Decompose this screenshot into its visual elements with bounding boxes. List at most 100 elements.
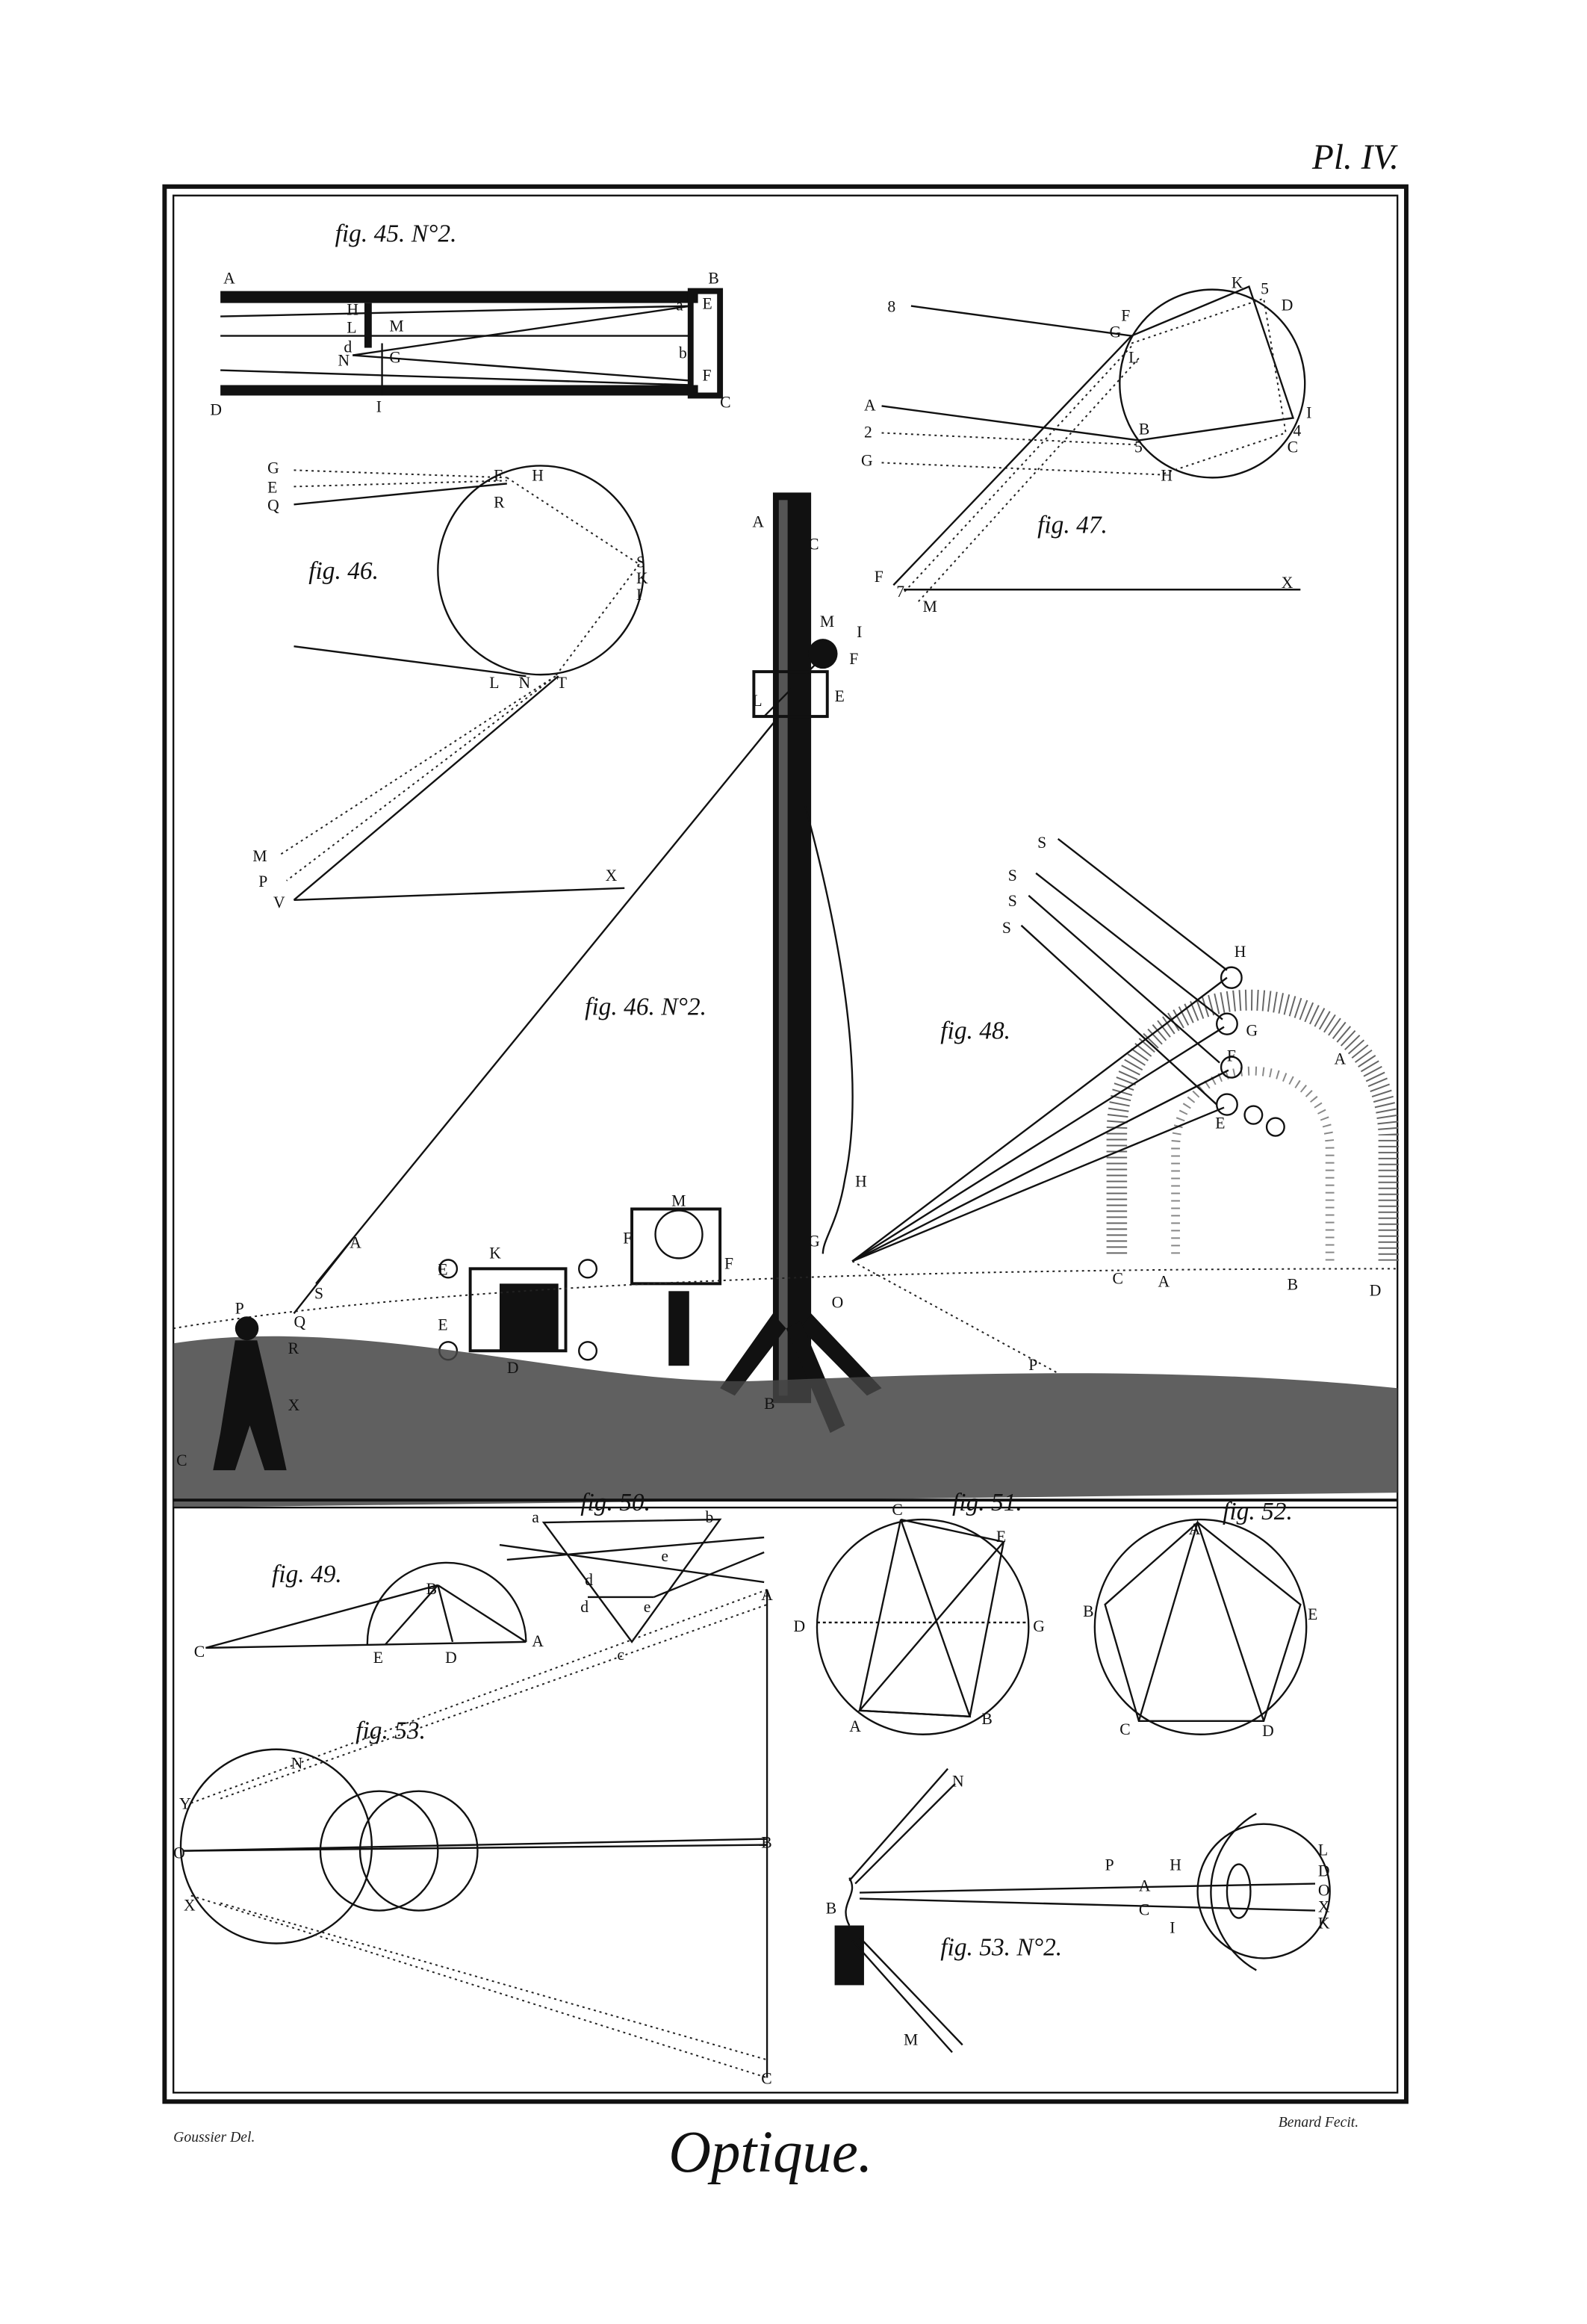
fig46n2-point-label: E (438, 1316, 447, 1333)
plate-frame (162, 184, 1409, 2104)
fig45-point-label: F (703, 366, 712, 384)
fig46-point-label: E (267, 478, 277, 496)
fig52-inscribed-pentagon-diagram (1093, 1518, 1308, 1735)
fig48-point-label: A (1335, 1050, 1347, 1068)
fig48-point-label: G (1246, 1022, 1258, 1040)
fig47-point-label: I (1306, 403, 1311, 421)
fig53-point-label: O (173, 1844, 185, 1862)
fig46-point-label: M (252, 847, 267, 865)
fig46n2-point-label: P (235, 1299, 244, 1317)
fig51-point-label: G (1033, 1617, 1045, 1635)
fig53n2-caption: fig. 53. N°2. (940, 1933, 1062, 1961)
fig45-point-label: E (703, 294, 712, 312)
fig46-point-label: R (494, 493, 505, 511)
fig47-point-label: G (1110, 323, 1122, 341)
fig47-point-label: 5 (1134, 438, 1143, 456)
fig47-point-label: G (861, 451, 873, 469)
fig50-prism-diagram (499, 1518, 765, 1643)
fig45-point-label: C (720, 393, 730, 411)
fig47-point-label: 8 (887, 297, 895, 315)
fig48-point-label: S (1008, 892, 1017, 910)
fig47-point-label: X (1282, 574, 1293, 592)
fig46-point-label: X (606, 867, 618, 884)
fig50-point-label: e (644, 1598, 651, 1616)
fig46n2-pole-apparatus (293, 492, 882, 1434)
fig46n2-point-label: A (350, 1233, 361, 1251)
fig49-point-label: C (194, 1643, 205, 1661)
fig47-point-label: 7 (896, 583, 904, 601)
observer-figure (213, 1316, 287, 1471)
fig47-point-label: H (1161, 466, 1173, 484)
fig52-point-label: B (1083, 1602, 1093, 1620)
fig47-point-label: F (875, 568, 883, 586)
fig46-point-label: K (636, 569, 648, 587)
fig53-point-label: C (761, 2069, 771, 2087)
fig48-point-label: A (1158, 1272, 1170, 1290)
fig48-caption: fig. 48. (940, 1017, 1010, 1044)
fig53n2-point-label: K (1318, 1914, 1330, 1932)
fig51-point-label: A (849, 1717, 861, 1735)
fig53n2-point-label: P (1105, 1856, 1114, 1874)
fig53n2-point-label: D (1318, 1862, 1330, 1880)
fig46n2-point-label: F (623, 1229, 632, 1247)
fig48-point-label: C (1112, 1269, 1122, 1287)
fig53-caption: fig. 53. (355, 1717, 426, 1745)
fig51-caption: fig. 51. (952, 1489, 1022, 1516)
fig45-point-label: M (389, 317, 403, 335)
fig48-point-label: F (1227, 1047, 1236, 1065)
fig46-point-label: L (489, 674, 499, 692)
fig53-point-label: A (761, 1586, 773, 1604)
fig46n2-point-label: E (438, 1260, 447, 1278)
fig46n2-point-label: G (808, 1232, 820, 1250)
fig53n2-point-label: B (826, 1899, 836, 1917)
plate-number: Pl. IV. (1311, 137, 1399, 176)
fig46-point-label: I (636, 586, 642, 604)
fig47-point-label: 4 (1293, 421, 1301, 439)
fig53-point-label: Y (179, 1795, 191, 1813)
fig49-caption: fig. 49. (272, 1561, 342, 1588)
fig53n2-point-label: I (1170, 1918, 1175, 1936)
fig47-point-label: 5 (1261, 279, 1269, 297)
fig45-point-label: G (389, 348, 401, 366)
fig46n2-point-label: Q (294, 1313, 306, 1330)
fig48-point-label: H (1234, 943, 1246, 961)
fig48-point-label: S (1037, 834, 1046, 852)
fig50-point-label: b (705, 1508, 713, 1526)
fig47-point-label: K (1232, 273, 1243, 291)
fig46n2-point-label: A (752, 512, 764, 530)
fig52-point-label: D (1262, 1722, 1274, 1740)
fig45-point-label: B (708, 269, 718, 287)
fig53n2-point-label: O (1318, 1881, 1330, 1899)
fig48-point-label: D (1370, 1281, 1382, 1299)
fig45-point-label: a (676, 296, 683, 314)
fig53-point-label: B (761, 1833, 771, 1851)
fig45-telescope-diagram (220, 288, 724, 399)
fig52-point-label: A (1189, 1520, 1201, 1538)
fig46n2-point-label: R (288, 1339, 299, 1357)
fig50-point-label: a (532, 1508, 539, 1526)
fig53n2-point-label: L (1318, 1841, 1328, 1859)
fig49-point-label: D (445, 1649, 457, 1667)
fig48-point-label: E (1215, 1114, 1225, 1132)
fig45-point-label: L (347, 318, 356, 336)
fig51-point-label: C (892, 1501, 902, 1519)
fig46-point-label: Q (267, 496, 279, 514)
fig46-point-label: S (636, 553, 645, 571)
fig46n2-point-label: C (176, 1451, 187, 1469)
fig45-point-label: I (376, 397, 382, 415)
fig45-point-label: N (338, 351, 350, 369)
fig50-point-label: e (661, 1547, 668, 1565)
fig46n2-point-label: P (1028, 1356, 1037, 1374)
fig46-point-label: F (494, 466, 503, 484)
fig49-point-label: B (426, 1580, 437, 1598)
fig49-semicircle-diagram (205, 1561, 527, 1649)
fig46-point-label: P (258, 873, 267, 890)
fig46n2-point-label: D (507, 1359, 519, 1377)
fig46n2-point-label: M (820, 613, 834, 630)
engraver-signature: Benard Fecit. (1279, 2114, 1358, 2131)
fig53n2-point-label: H (1170, 1856, 1181, 1874)
fig46n2-point-label: H (855, 1172, 867, 1190)
fig48-point-label: B (1288, 1275, 1298, 1293)
